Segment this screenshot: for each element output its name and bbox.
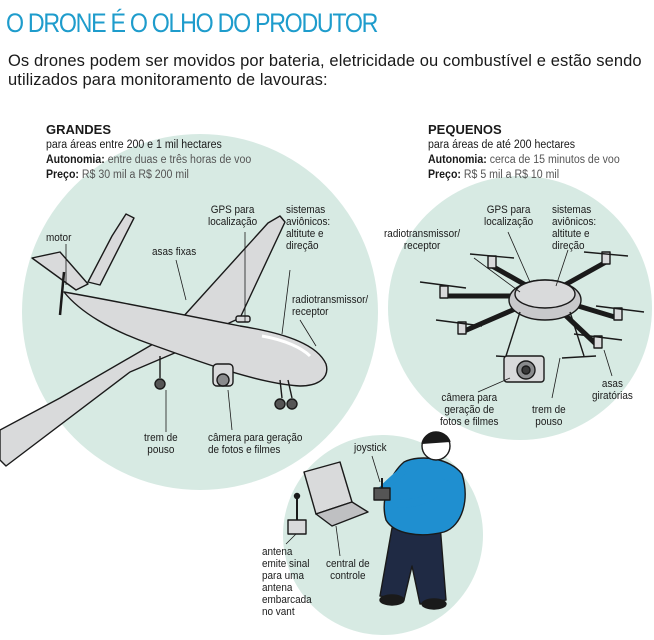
small-drone-price: Preço: R$ 5 mil a R$ 10 mil — [428, 168, 620, 183]
small-autonomy-value: cerca de 15 minutos de voo — [489, 154, 620, 166]
small-drone-area: para áreas de até 200 hectares — [428, 139, 576, 151]
label-large-gps: GPS para localização — [208, 204, 258, 228]
label-rotating-wings: asas giratórias — [592, 378, 633, 402]
control-leaders — [285, 455, 381, 557]
label-fixed-wings: asas fixas — [152, 246, 197, 258]
small-autonomy-label: Autonomia: — [428, 154, 487, 166]
large-drone-autonomy: Autonomia: entre duas e três horas de vo… — [46, 153, 251, 168]
label-small-avionics: sistemas aviônicos: altitute e direção — [552, 204, 597, 252]
small-drone-heading: PEQUENOS — [428, 122, 502, 137]
label-motor: motor — [46, 232, 72, 244]
hexacopter-drone — [419, 251, 645, 383]
large-drone-area: para áreas entre 200 e 1 mil hectares — [46, 139, 222, 151]
page-subtitle: Os drones podem ser movidos por bateria,… — [8, 52, 642, 89]
large-drone-heading: GRANDES — [46, 122, 112, 137]
large-autonomy-label: Autonomia: — [46, 154, 105, 166]
small-price-label: Preço: — [428, 169, 461, 181]
small-price-value: R$ 5 mil a R$ 10 mil — [463, 169, 560, 181]
fixed-wing-drone — [0, 213, 328, 467]
label-small-landing-gear: trem de pouso — [532, 404, 566, 428]
large-drone-info: para áreas entre 200 e 1 mil hectares Au… — [46, 138, 251, 183]
label-antenna: antena emite sinal para uma antena embar… — [262, 546, 312, 618]
label-small-camera: câmera para geração de fotos e filmes — [440, 392, 499, 428]
label-small-radio: radiotransmissor/ receptor — [384, 228, 461, 252]
label-large-camera: câmera para geração de fotos e filmes — [208, 432, 303, 456]
small-drone-info: para áreas de até 200 hectares Autonomia… — [428, 138, 620, 183]
large-price-label: Preço: — [46, 169, 79, 181]
large-price-value: R$ 30 mil a R$ 200 mil — [81, 169, 189, 181]
page-title: O DRONE É O OLHO DO PRODUTOR — [6, 8, 378, 38]
small-drone-autonomy: Autonomia: cerca de 15 minutos de voo — [428, 153, 620, 168]
large-autonomy-value: entre duas e três horas de voo — [107, 154, 252, 166]
small-drone-leaders — [473, 231, 613, 399]
label-large-avionics: sistemas aviônicos: altitute e direção — [286, 204, 331, 252]
large-drone-leaders — [65, 232, 317, 432]
ground-control-illustration — [287, 431, 466, 610]
label-small-gps: GPS para localização — [484, 204, 534, 228]
label-joystick: joystick — [354, 442, 387, 454]
label-control-center: central de controle — [326, 558, 370, 582]
label-large-landing-gear: trem de pouso — [144, 432, 178, 456]
label-large-radio: radiotransmissor/ receptor — [292, 294, 369, 318]
large-drone-price: Preço: R$ 30 mil a R$ 200 mil — [46, 168, 251, 183]
